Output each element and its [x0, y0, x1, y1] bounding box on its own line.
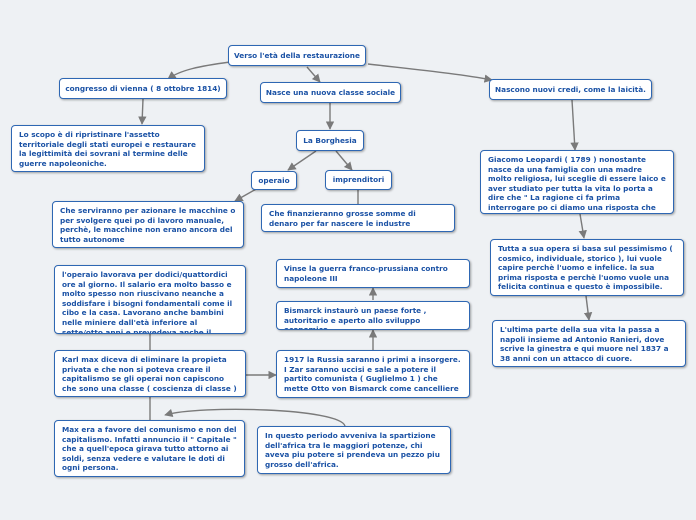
- node-max-favore-comunismo[interactable]: Max era a favore del comunismo e non del…: [54, 420, 245, 477]
- edge-borghesia-imprenditori: [335, 150, 353, 171]
- edge-root-congresso: [167, 61, 231, 80]
- node-ultima-parte-vita[interactable]: L'ultima parte della sua vita la passa a…: [492, 320, 686, 367]
- node-nuova-classe-sociale[interactable]: Nasce una nuova classe sociale: [260, 82, 401, 103]
- node-finanzieranno[interactable]: Che finanzieranno grosse somme di denaro…: [261, 204, 455, 232]
- node-russia-1917[interactable]: 1917 la Russia saranno i primi a insorge…: [276, 350, 470, 398]
- edge-borghesia-operaio: [287, 150, 317, 171]
- edge-root-nuova-classe: [306, 66, 321, 83]
- node-congresso-di-vienna[interactable]: congresso di vienna ( 8 ottobre 1814): [59, 78, 227, 99]
- node-opera-pessimismo[interactable]: Tutta a sua opera si basa sul pessimismo…: [490, 239, 684, 296]
- node-bismarck[interactable]: Bismarck instaurò un paese forte , autor…: [276, 301, 470, 330]
- edge-opera-ultima: [583, 295, 593, 321]
- node-borghesia[interactable]: La Borghesia: [296, 130, 364, 151]
- node-servivano[interactable]: Che serviranno per azionare le macchine …: [52, 201, 244, 248]
- node-spartizione-africa[interactable]: In questo periodo avveniva la spartizion…: [257, 426, 451, 474]
- node-operaio-lavorava[interactable]: l'operaio lavorava per dodici/quattordic…: [54, 265, 246, 334]
- edge-root-credi: [367, 63, 493, 83]
- edge-congresso-scopo: [138, 98, 147, 125]
- node-giacomo-leopardi[interactable]: Giacomo Leopardi ( 1789 ) nonostante nas…: [480, 150, 674, 214]
- node-operaio[interactable]: operaio: [251, 171, 297, 190]
- edge-leopardi-opera: [578, 213, 587, 239]
- edge-operaio-servivano: [234, 187, 259, 202]
- node-imprenditori[interactable]: imprenditori: [325, 170, 392, 190]
- edge-loop-africa: [164, 408, 346, 427]
- node-root[interactable]: Verso l'età della restaurazione: [228, 45, 366, 66]
- node-karl-max[interactable]: Karl max diceva di eliminare la propieta…: [54, 350, 246, 397]
- node-nuovi-credi[interactable]: Nascono nuovi credi, come la laicità.: [489, 79, 652, 100]
- node-scopo[interactable]: Lo scopo è di ripristinare l'assetto ter…: [11, 125, 205, 172]
- node-vinse-guerra[interactable]: Vinse la guerra franco-prussiana contro …: [276, 259, 470, 288]
- edge-credi-leopardi: [570, 99, 579, 151]
